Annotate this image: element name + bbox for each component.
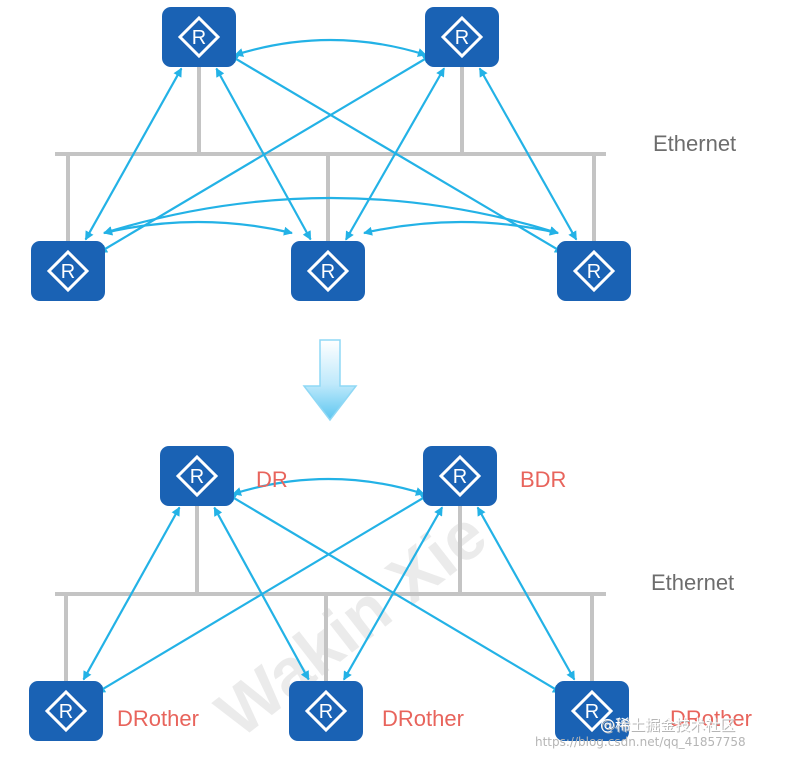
router-body <box>160 446 234 506</box>
router-body <box>425 7 499 67</box>
watermark-footer-url: https://blog.csdn.net/qq_41857758 <box>535 735 746 749</box>
router-icon: R <box>438 454 482 498</box>
router-body <box>555 681 629 741</box>
ethernet-label-top: Ethernet <box>653 131 736 156</box>
router-body <box>31 241 105 301</box>
adjacency-links-top <box>84 38 578 254</box>
router-symbol: R <box>585 701 599 723</box>
watermark-footer-text: @稀土掘金技术社区 <box>600 716 735 734</box>
router-icon: R <box>572 249 616 293</box>
ethernet-label-bottom: Ethernet <box>651 570 734 595</box>
router-symbol: R <box>61 261 75 283</box>
router-drother-3: R <box>29 681 103 741</box>
router-node-5: R <box>557 241 631 301</box>
router-icon: R <box>306 249 350 293</box>
adjacency-link <box>234 38 427 57</box>
adjacency-link <box>476 506 576 681</box>
adjacency-link <box>363 220 559 236</box>
router-body <box>289 681 363 741</box>
router-symbol: R <box>587 261 601 283</box>
adjacency-links-bottom <box>82 477 576 694</box>
adjacency-link <box>344 67 446 241</box>
router-dr-1: R <box>160 446 234 506</box>
router-drother-5: R <box>555 681 629 741</box>
router-icon: R <box>570 689 614 733</box>
watermark-footer-text-shadow: @稀土掘金技术社区 <box>601 717 736 735</box>
router-symbol: R <box>59 701 73 723</box>
bottom-scene: R R R R R Ethernet DR BDR DRother DRother DR… <box>29 446 752 741</box>
router-icon: R <box>304 689 348 733</box>
router-body <box>423 446 497 506</box>
router-icon: R <box>46 249 90 293</box>
top-scene: R R R R R Ethernet <box>31 7 736 301</box>
role-label-drother-left: DRother <box>117 706 199 731</box>
adjacency-link <box>103 220 293 236</box>
routers-top: R R R R R <box>31 7 631 301</box>
ethernet-bus-top <box>55 65 606 243</box>
router-drother-4: R <box>289 681 363 741</box>
role-label-dr: DR <box>256 467 288 492</box>
router-symbol: R <box>453 466 467 488</box>
router-symbol: R <box>192 27 206 49</box>
router-symbol: R <box>190 466 204 488</box>
router-body <box>29 681 103 741</box>
watermark-footer: @稀土掘金技术社区 @稀土掘金技术社区 https://blog.csdn.ne… <box>535 716 746 749</box>
adjacency-link <box>478 67 578 241</box>
router-node-1: R <box>162 7 236 67</box>
role-label-drother-right: DRother <box>670 706 752 731</box>
router-symbol: R <box>319 701 333 723</box>
router-icon: R <box>440 15 484 59</box>
router-body <box>557 241 631 301</box>
router-node-4: R <box>291 241 365 301</box>
routers-bottom: R R R R R <box>29 446 629 741</box>
adjacency-link <box>342 506 444 681</box>
router-icon: R <box>44 689 88 733</box>
router-icon: R <box>177 15 221 59</box>
router-node-2: R <box>425 7 499 67</box>
transition-down-arrow <box>302 339 358 422</box>
router-symbol: R <box>455 27 469 49</box>
router-body <box>162 7 236 67</box>
role-label-drother-middle: DRother <box>382 706 464 731</box>
adjacency-link <box>103 196 559 235</box>
router-body <box>291 241 365 301</box>
router-icon: R <box>175 454 219 498</box>
router-bdr-2: R <box>423 446 497 506</box>
router-node-3: R <box>31 241 105 301</box>
role-label-bdr: BDR <box>520 467 566 492</box>
router-symbol: R <box>321 261 335 283</box>
adjacency-link <box>232 477 425 496</box>
